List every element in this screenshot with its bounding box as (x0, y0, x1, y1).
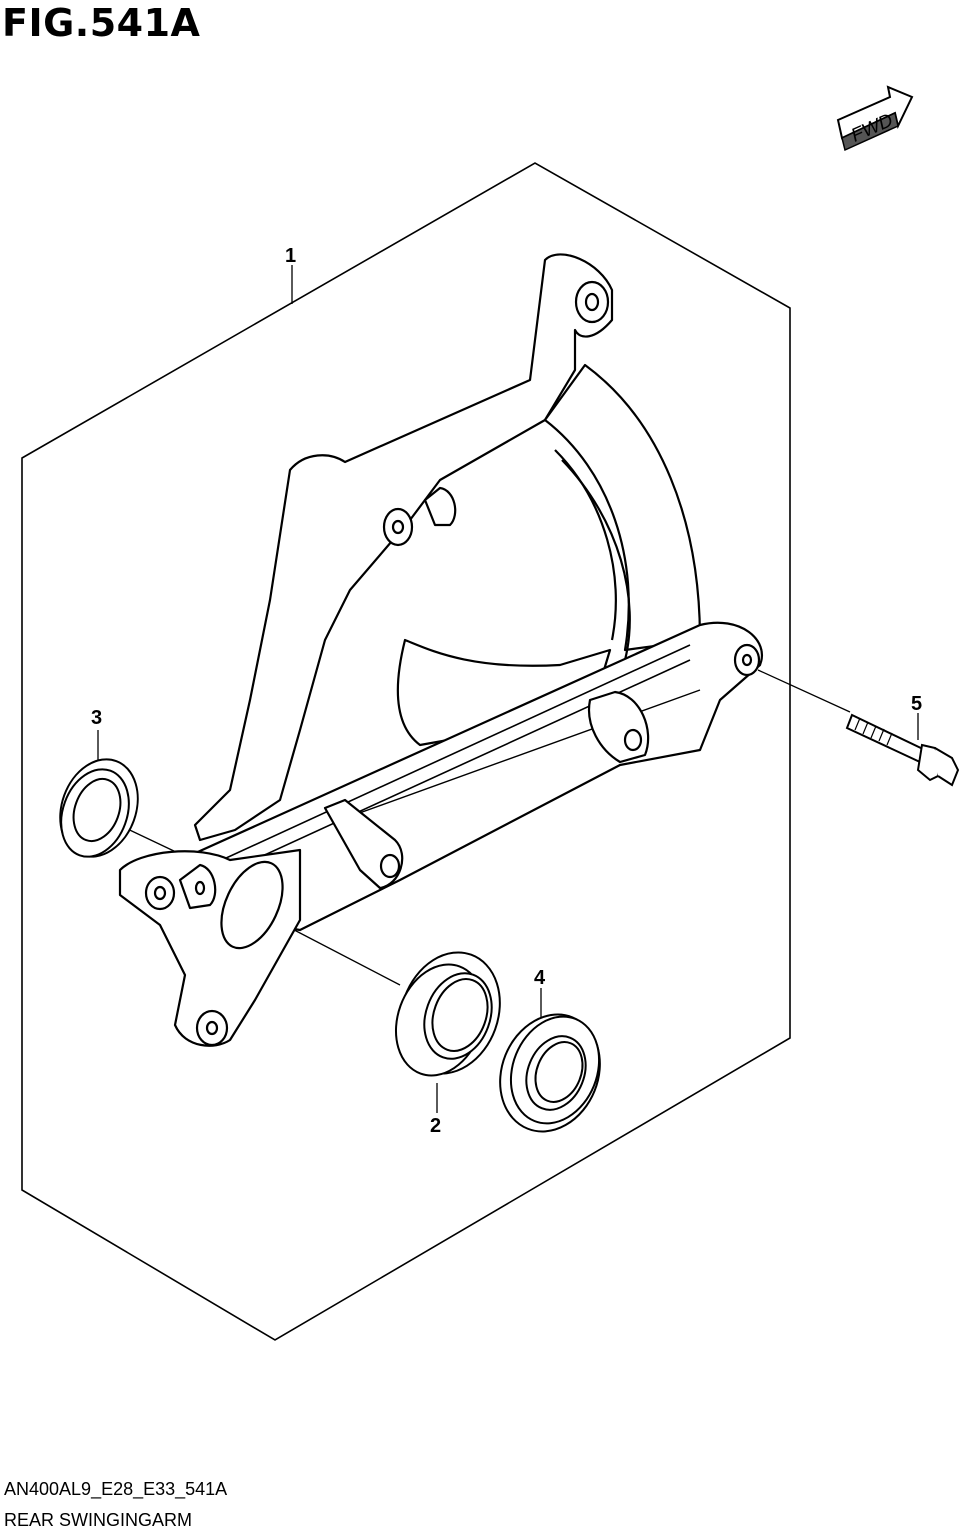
swingarm-drawing (118, 253, 763, 1047)
diagram-name: REAR SWINGINGARM (4, 1510, 193, 1530)
oil-seal-right-drawing (499, 1013, 601, 1133)
oil-seal-left-drawing (59, 758, 139, 858)
callout-1: 1 (285, 245, 296, 267)
callout-4: 4 (534, 967, 546, 989)
fwd-arrow-icon: FWD (836, 85, 914, 152)
figure-title: FIG.541A (2, 1, 201, 45)
assembly-outline-box (21, 162, 791, 1341)
bearing-drawing (394, 951, 501, 1077)
diagram-code: AN400AL9_E28_E33_541A (4, 1479, 228, 1499)
callout-3: 3 (91, 707, 102, 729)
callout-2: 2 (430, 1115, 441, 1137)
callout-5: 5 (911, 693, 922, 715)
bolt-drawing (845, 713, 960, 787)
